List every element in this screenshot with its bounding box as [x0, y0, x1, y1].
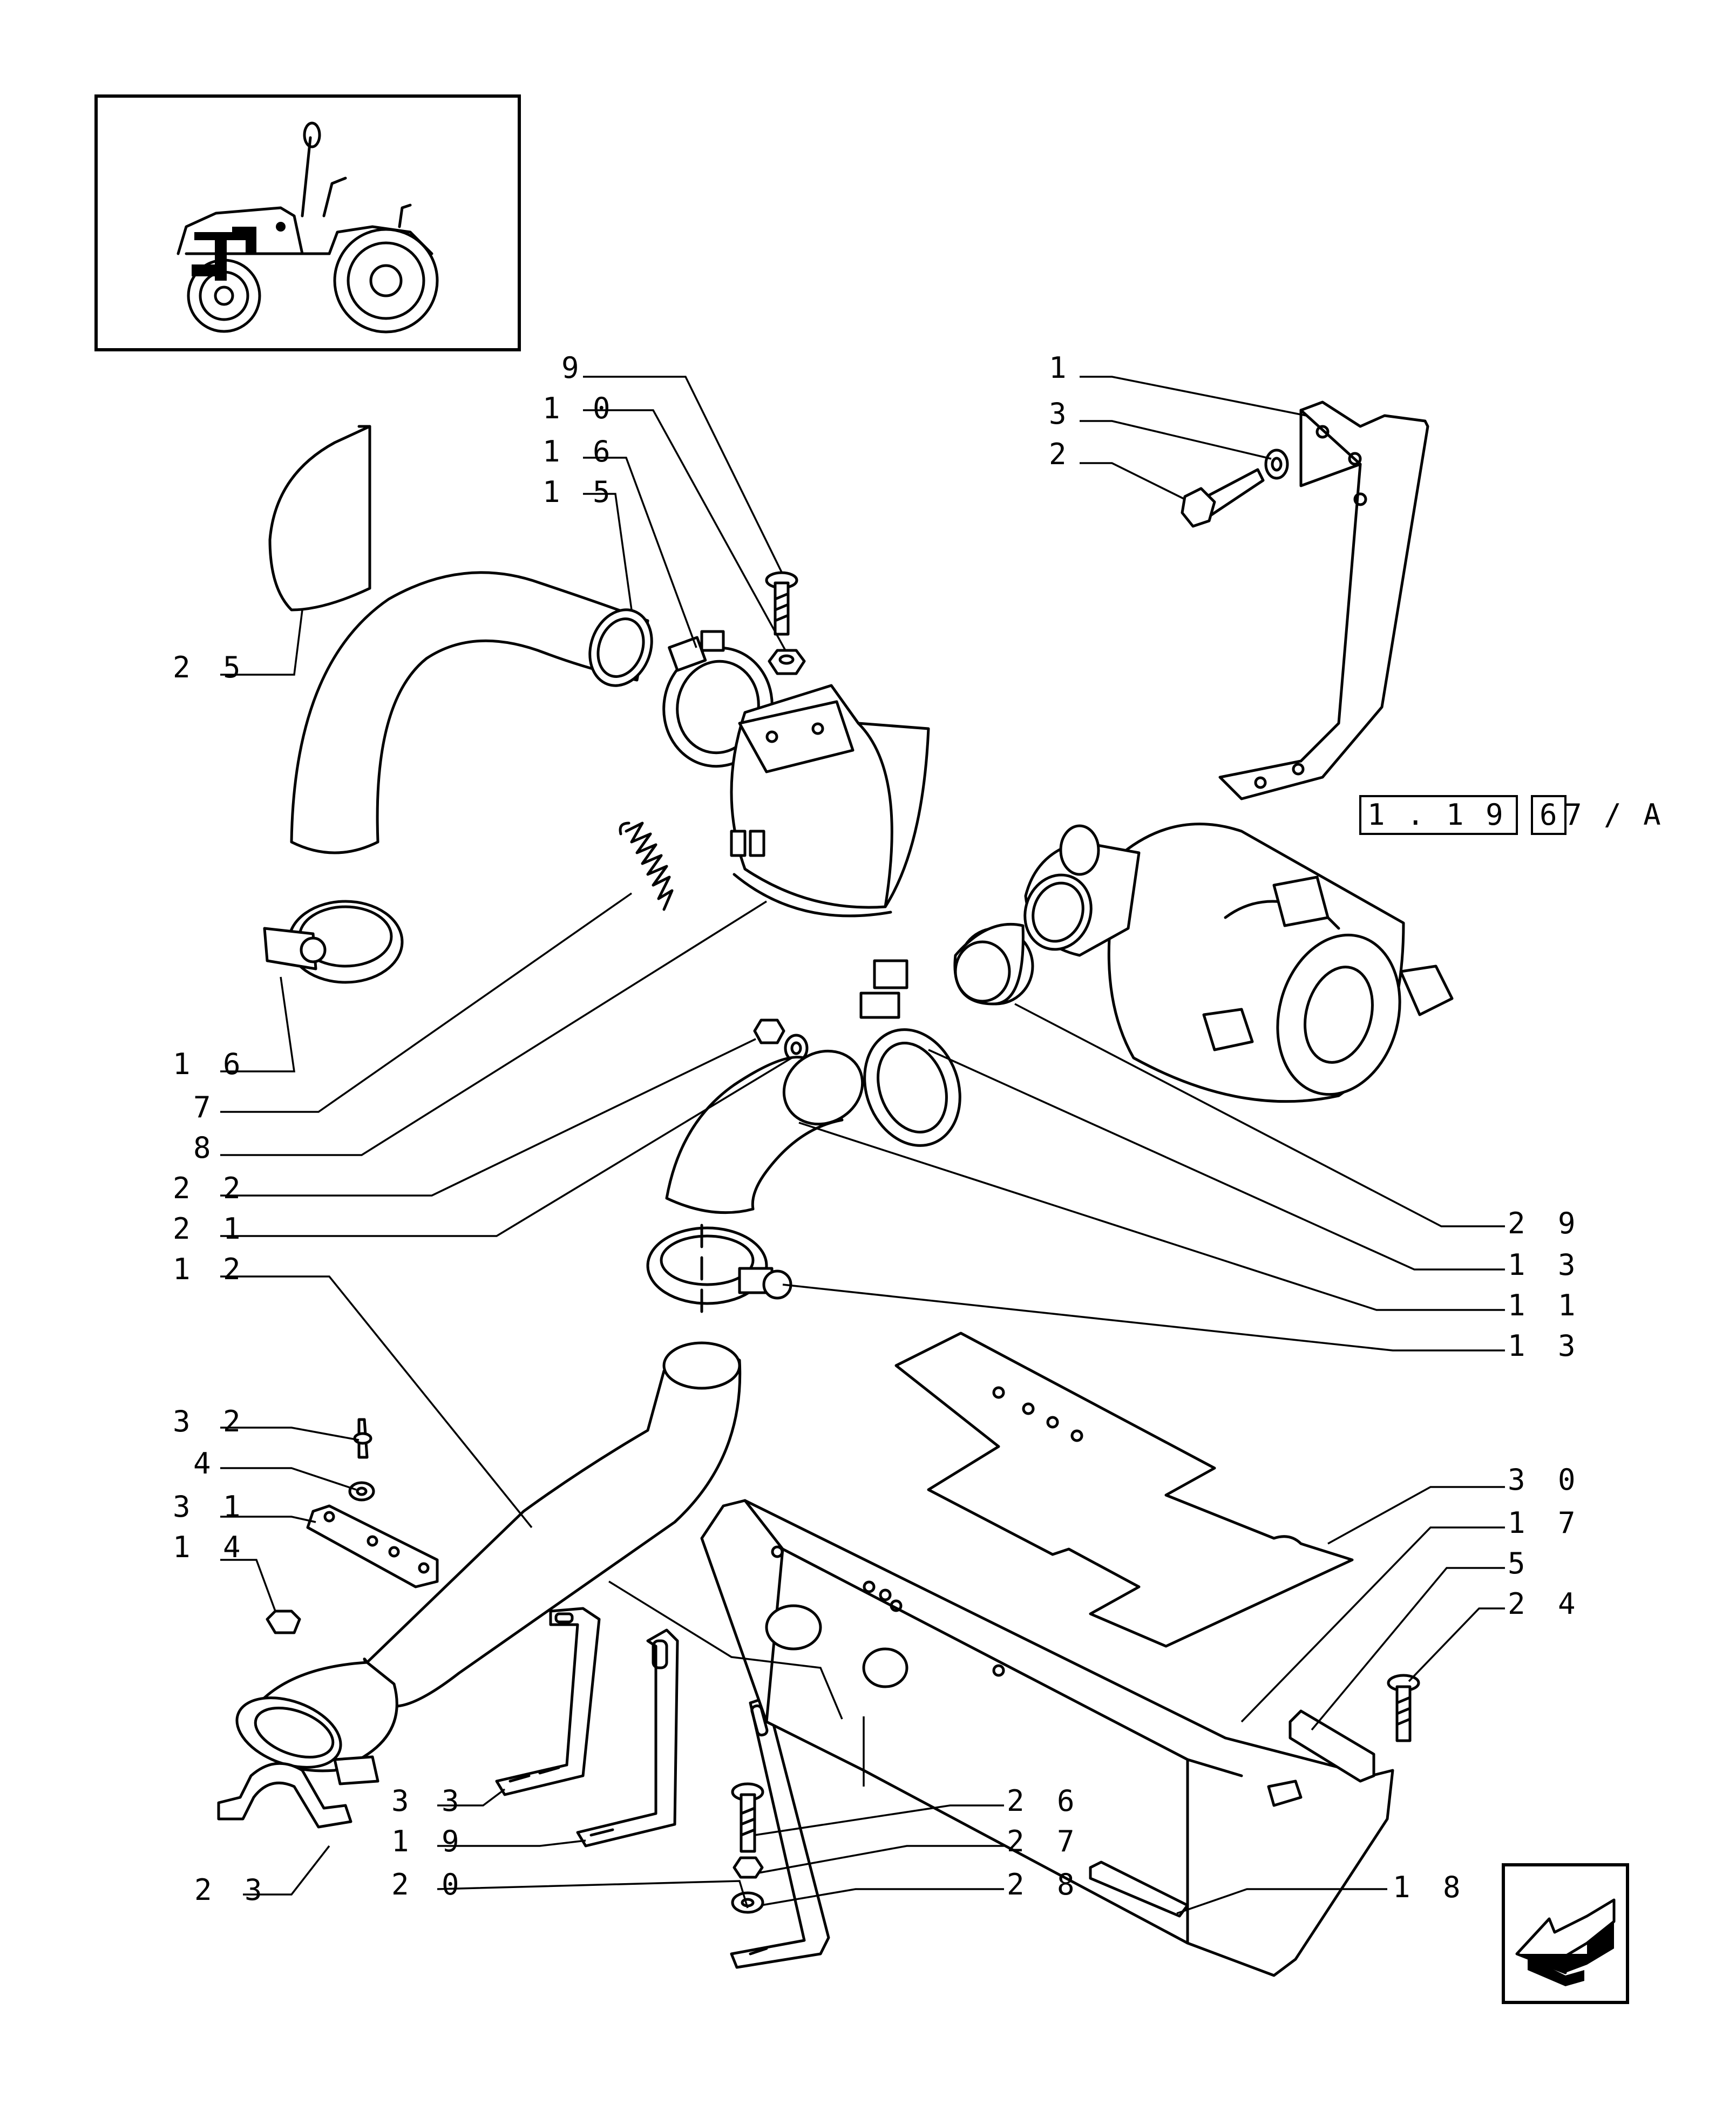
callout-16b: 1 6	[173, 1047, 248, 1081]
washer-4	[348, 1481, 375, 1502]
rubber-strip-5	[1289, 1709, 1375, 1783]
callout-24: 2 4	[1508, 1587, 1583, 1621]
bolt-9	[765, 571, 798, 636]
washer-21	[784, 1034, 809, 1063]
callout-2: 2	[1049, 437, 1074, 471]
callout-28: 2 8	[1007, 1868, 1082, 1902]
leader-lines	[220, 376, 1505, 1914]
callout-12: 1 2	[173, 1252, 248, 1286]
callout-5: 5	[1508, 1546, 1533, 1580]
tractor-thumbnail	[94, 94, 521, 351]
callout-13b: 1 3	[1508, 1329, 1583, 1363]
callout-22: 2 2	[173, 1171, 248, 1205]
callout-labels: 9 1 0 1 6 1 5 1 3 2 2 5 1 6 7 8 2 2 2 1 …	[173, 351, 1583, 1907]
callout-17: 1 7	[1508, 1506, 1583, 1540]
nut-10	[768, 649, 806, 675]
callout-19: 1 9	[391, 1824, 467, 1858]
bolt-24	[1387, 1674, 1420, 1742]
callout-15: 1 5	[542, 475, 618, 509]
heat-shield-17	[700, 1499, 1394, 1977]
bolt-26	[731, 1782, 764, 1853]
rain-cap	[268, 425, 371, 612]
callout-21: 2 1	[173, 1212, 248, 1246]
callout-10: 1 0	[542, 391, 618, 425]
reference-box: 1 . 1 9 . 7 / A 6	[1359, 795, 1663, 835]
reference-page: 6	[1540, 798, 1565, 832]
hose-clamp-13b	[646, 1224, 792, 1324]
callout-4: 4	[193, 1447, 219, 1481]
callout-8: 8	[193, 1131, 219, 1165]
callout-32: 3 2	[173, 1404, 248, 1438]
callout-18: 1 8	[1393, 1870, 1468, 1904]
spring-7	[619, 821, 674, 911]
plate-31	[306, 1504, 439, 1588]
nut-27	[733, 1856, 764, 1879]
u-clamp-23	[217, 1762, 352, 1829]
back-arrow-icon[interactable]	[1502, 1863, 1629, 2004]
lower-exhaust-pipe	[235, 1341, 742, 1785]
stud-32	[353, 1418, 372, 1459]
heat-shield-30	[894, 1332, 1354, 1648]
callout-27: 2 7	[1007, 1824, 1082, 1858]
callout-30: 3 0	[1508, 1463, 1583, 1497]
strap-19	[576, 1628, 679, 1848]
muffler-band	[730, 684, 930, 918]
nut-14	[266, 1610, 301, 1634]
hose-clamp-lower	[263, 900, 404, 984]
adapter-ring	[953, 922, 1034, 1006]
callout-13a: 1 3	[1508, 1248, 1583, 1282]
elbow-pipe	[665, 1049, 864, 1214]
callout-20: 2 0	[391, 1868, 467, 1902]
callout-31: 3 1	[173, 1490, 248, 1524]
strap-20	[730, 1696, 830, 1969]
nut-22	[753, 1018, 785, 1044]
bolt-2	[1181, 468, 1265, 528]
washer-28	[731, 1891, 764, 1914]
callout-1: 1	[1049, 351, 1074, 385]
callout-16a: 1 6	[542, 434, 618, 468]
air-cleaner	[1023, 823, 1454, 1103]
callout-29: 2 9	[1508, 1206, 1583, 1240]
strap-33	[495, 1607, 601, 1796]
callout-7: 7	[193, 1090, 219, 1124]
callout-23: 2 3	[194, 1873, 270, 1907]
callout-14: 1 4	[173, 1530, 248, 1564]
callout-9: 9	[561, 351, 587, 385]
hose-clamp-13a	[859, 959, 961, 1147]
reference-code: 1 . 1 9 . 7 / A	[1367, 798, 1663, 832]
upper-curved-pipe	[290, 571, 653, 854]
callout-11: 1 1	[1508, 1288, 1583, 1322]
callout-25: 2 5	[173, 650, 248, 684]
bracket-1	[1218, 400, 1429, 800]
callout-26: 2 6	[1007, 1784, 1082, 1818]
callout-33: 3 3	[391, 1784, 467, 1818]
callout-3: 3	[1049, 397, 1074, 431]
washer-3	[1264, 449, 1289, 480]
